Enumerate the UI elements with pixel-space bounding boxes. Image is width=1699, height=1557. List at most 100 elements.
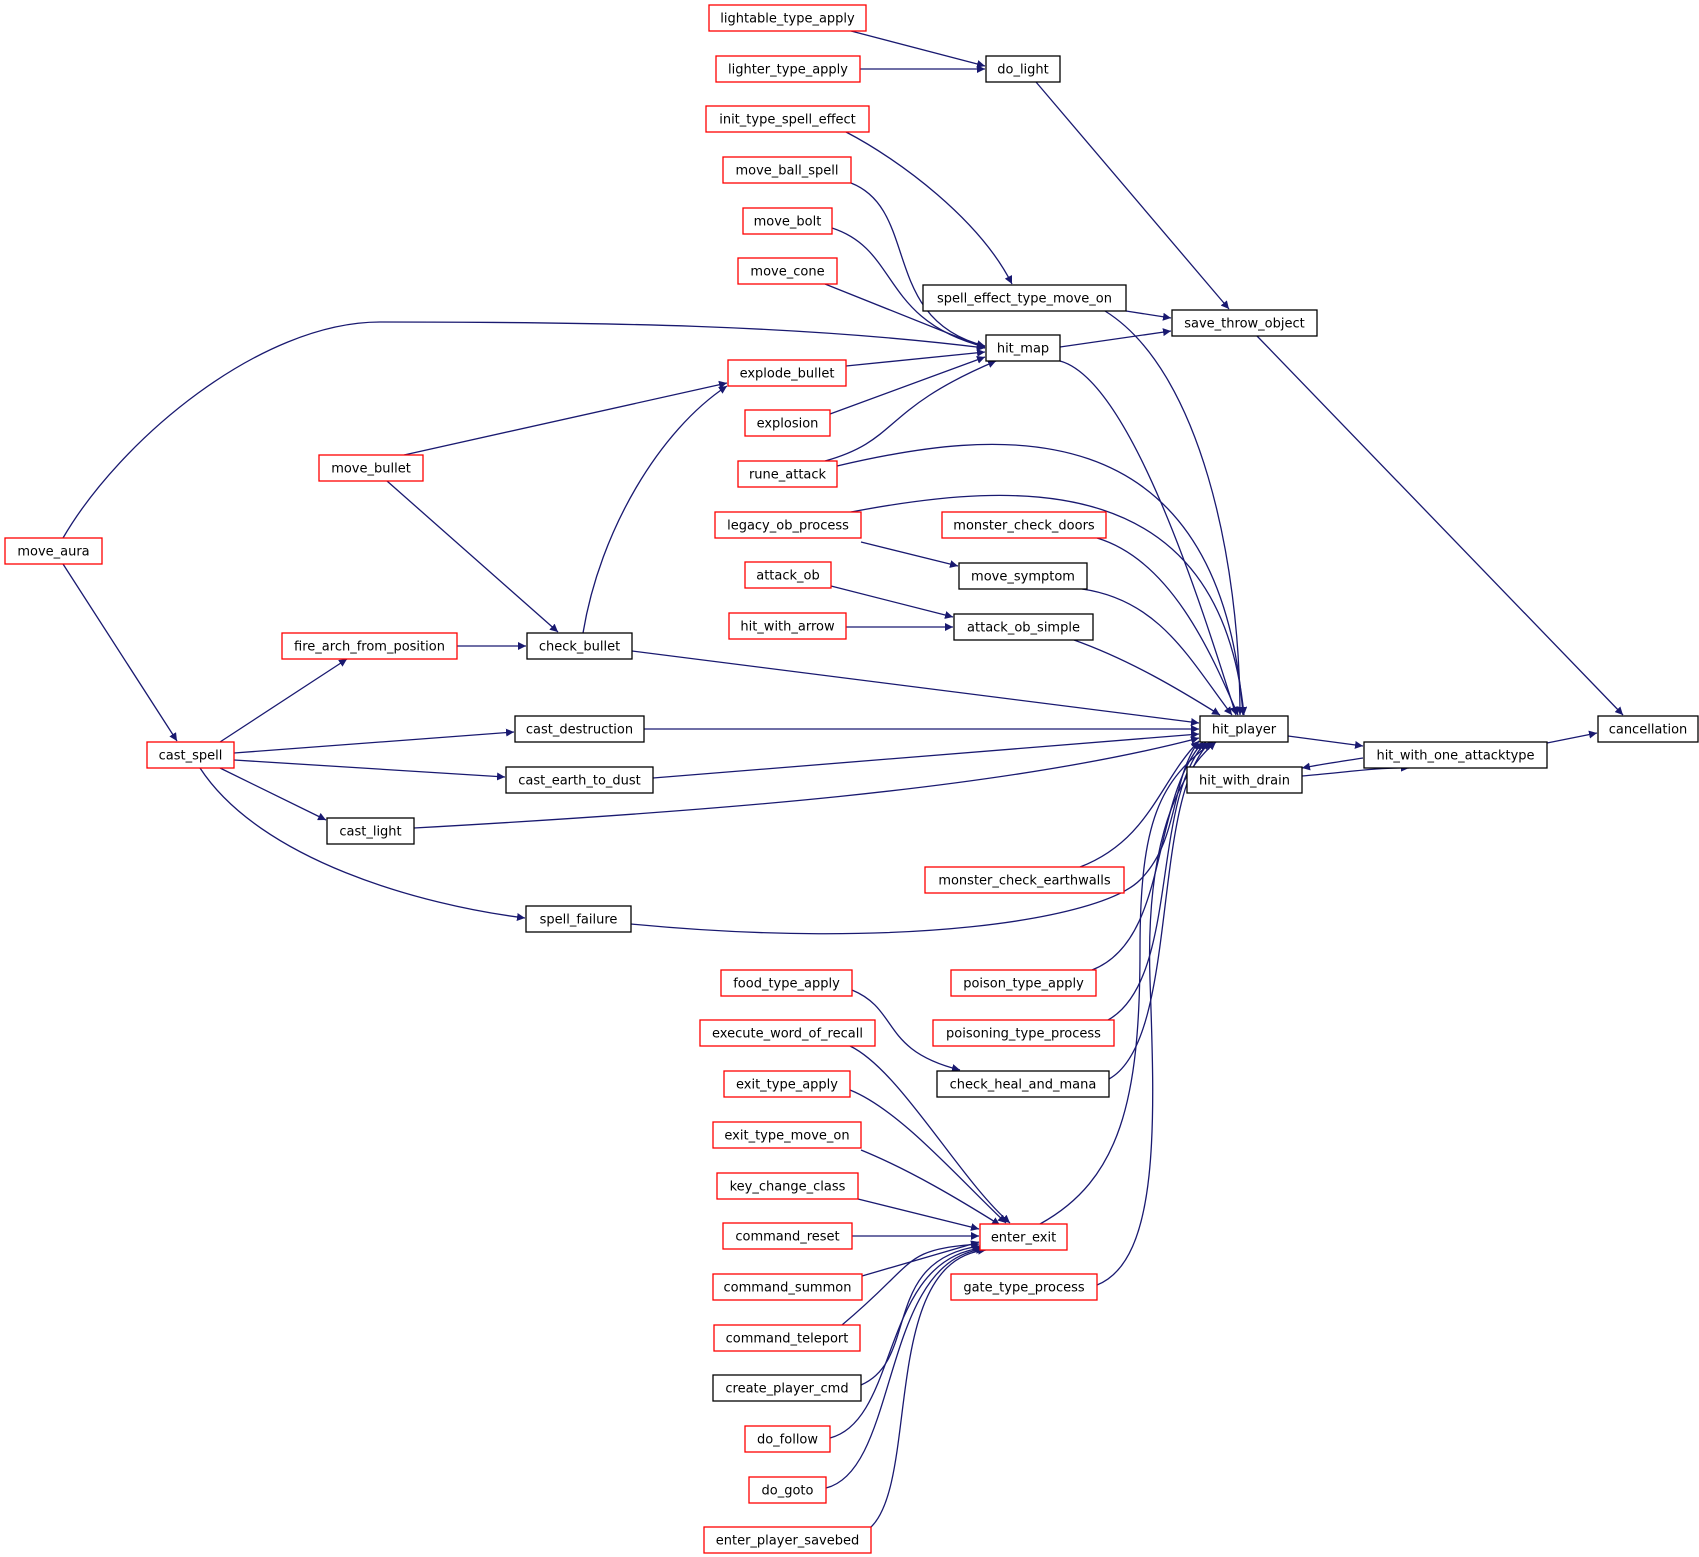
node-label: check_heal_and_mana xyxy=(950,1078,1097,1093)
node-cast_destruction[interactable]: cast_destruction xyxy=(514,715,645,743)
node-box xyxy=(708,4,867,32)
node-box xyxy=(950,969,1097,997)
node-move_symptom[interactable]: move_symptom xyxy=(958,562,1088,590)
node-move_aura[interactable]: move_aura xyxy=(4,537,103,565)
edge-lightable_type_apply-to-do_light xyxy=(850,30,986,68)
node-hit_with_one_attacktype[interactable]: hit_with_one_attacktype xyxy=(1363,741,1548,769)
node-label: spell_failure xyxy=(540,913,618,928)
node-enter_exit[interactable]: enter_exit xyxy=(979,1223,1068,1251)
node-hit_with_drain[interactable]: hit_with_drain xyxy=(1186,766,1303,794)
node-label: do_goto xyxy=(762,1484,814,1499)
node-label: cast_destruction xyxy=(526,723,633,738)
node-rune_attack[interactable]: rune_attack xyxy=(737,460,838,488)
node-cancellation[interactable]: cancellation xyxy=(1597,715,1699,743)
node-command_teleport[interactable]: command_teleport xyxy=(713,1324,861,1352)
edge-poison_type_apply-to-hit_player xyxy=(1091,741,1204,971)
node-hit_player[interactable]: hit_player xyxy=(1199,715,1289,743)
node-cast_earth_to_dust[interactable]: cast_earth_to_dust xyxy=(505,766,654,794)
node-box xyxy=(281,632,458,660)
node-label: exit_type_move_on xyxy=(724,1129,849,1144)
node-poisoning_type_process[interactable]: poisoning_type_process xyxy=(932,1019,1115,1047)
node-exit_type_apply[interactable]: exit_type_apply xyxy=(723,1070,851,1098)
node-move_ball_spell[interactable]: move_ball_spell xyxy=(722,156,852,184)
node-box xyxy=(958,562,1088,590)
node-legacy_ob_process[interactable]: legacy_ob_process xyxy=(714,511,862,539)
node-hit_with_arrow[interactable]: hit_with_arrow xyxy=(728,612,847,640)
node-box xyxy=(744,1425,831,1453)
edge-cast_spell-to-cast_light xyxy=(219,767,327,821)
node-move_bolt[interactable]: move_bolt xyxy=(742,207,833,235)
node-attack_ob_simple[interactable]: attack_ob_simple xyxy=(953,613,1094,641)
node-explode_bullet[interactable]: explode_bullet xyxy=(727,359,847,387)
node-check_bullet[interactable]: check_bullet xyxy=(526,632,633,660)
node-box xyxy=(505,766,654,794)
node-move_bullet[interactable]: move_bullet xyxy=(318,454,424,482)
edge-key_change_class-to-enter_exit xyxy=(857,1198,980,1231)
node-cast_spell[interactable]: cast_spell xyxy=(146,741,235,769)
node-lightable_type_apply[interactable]: lightable_type_apply xyxy=(708,4,867,32)
node-check_heal_and_mana[interactable]: check_heal_and_mana xyxy=(936,1070,1110,1098)
node-hit_map[interactable]: hit_map xyxy=(985,334,1061,362)
node-gate_type_process[interactable]: gate_type_process xyxy=(950,1273,1098,1301)
node-exit_type_move_on[interactable]: exit_type_move_on xyxy=(712,1121,862,1149)
node-save_throw_object[interactable]: save_throw_object xyxy=(1171,309,1318,337)
node-monster_check_earthwalls[interactable]: monster_check_earthwalls xyxy=(924,866,1125,894)
node-label: move_ball_spell xyxy=(736,164,839,179)
node-explosion[interactable]: explosion xyxy=(744,409,831,437)
node-label: hit_player xyxy=(1212,723,1277,738)
edge-do_goto-to-enter_exit xyxy=(825,1245,985,1489)
node-spell_effect_type_move_on[interactable]: spell_effect_type_move_on xyxy=(922,284,1127,312)
edge-exit_type_apply-to-enter_exit xyxy=(849,1089,1007,1224)
node-do_goto[interactable]: do_goto xyxy=(748,1476,827,1504)
node-label: hit_with_drain xyxy=(1199,774,1290,789)
edge-move_ball_spell-to-hit_map xyxy=(850,182,986,348)
node-spell_failure[interactable]: spell_failure xyxy=(525,905,632,933)
edge-spell_failure-to-hit_player xyxy=(630,740,1200,935)
node-poison_type_apply[interactable]: poison_type_apply xyxy=(950,969,1097,997)
edge-command_teleport-to-enter_exit xyxy=(841,1240,980,1326)
node-execute_word_of_recall[interactable]: execute_word_of_recall xyxy=(699,1019,876,1047)
node-cast_light[interactable]: cast_light xyxy=(326,817,415,845)
node-box xyxy=(712,1273,863,1301)
node-food_type_apply[interactable]: food_type_apply xyxy=(720,969,853,997)
node-command_reset[interactable]: command_reset xyxy=(722,1222,853,1250)
node-label: command_teleport xyxy=(726,1332,849,1347)
node-label: save_throw_object xyxy=(1184,317,1304,332)
node-box xyxy=(985,55,1061,83)
edge-food_type_apply-to-check_heal_and_mana xyxy=(851,989,961,1072)
node-do_light[interactable]: do_light xyxy=(985,55,1061,83)
node-monster_check_doors[interactable]: monster_check_doors xyxy=(941,511,1107,539)
node-box xyxy=(4,537,103,565)
node-label: move_symptom xyxy=(971,570,1075,585)
node-box xyxy=(941,511,1107,539)
node-do_follow[interactable]: do_follow xyxy=(744,1425,831,1453)
node-box xyxy=(326,817,415,845)
node-command_summon[interactable]: command_summon xyxy=(712,1273,863,1301)
edge-explosion-to-hit_map xyxy=(829,356,986,415)
node-lighter_type_apply[interactable]: lighter_type_apply xyxy=(715,55,861,83)
node-move_cone[interactable]: move_cone xyxy=(737,257,838,285)
node-label: lightable_type_apply xyxy=(720,12,855,27)
node-box xyxy=(722,156,852,184)
node-box xyxy=(922,284,1127,312)
node-attack_ob[interactable]: attack_ob xyxy=(744,561,832,589)
node-label: monster_check_doors xyxy=(953,519,1095,534)
node-key_change_class[interactable]: key_change_class xyxy=(716,1172,859,1200)
node-box xyxy=(1363,741,1548,769)
node-label: cast_earth_to_dust xyxy=(518,774,641,789)
node-enter_player_savebed[interactable]: enter_player_savebed xyxy=(703,1526,872,1554)
node-label: attack_ob_simple xyxy=(967,621,1080,636)
node-box xyxy=(744,409,831,437)
node-fire_arch_from_position[interactable]: fire_arch_from_position xyxy=(281,632,458,660)
node-label: cast_spell xyxy=(159,749,223,764)
node-label: monster_check_earthwalls xyxy=(938,874,1111,889)
edge-do_light-to-save_throw_object xyxy=(1035,81,1230,310)
node-box xyxy=(953,613,1094,641)
node-label: command_summon xyxy=(724,1281,852,1296)
node-init_type_spell_effect[interactable]: init_type_spell_effect xyxy=(705,105,870,133)
node-box xyxy=(737,460,838,488)
node-create_player_cmd[interactable]: create_player_cmd xyxy=(712,1374,862,1402)
edge-cast_earth_to_dust-to-hit_player xyxy=(652,730,1200,779)
node-label: rune_attack xyxy=(749,468,827,483)
node-label: execute_word_of_recall xyxy=(712,1027,863,1042)
